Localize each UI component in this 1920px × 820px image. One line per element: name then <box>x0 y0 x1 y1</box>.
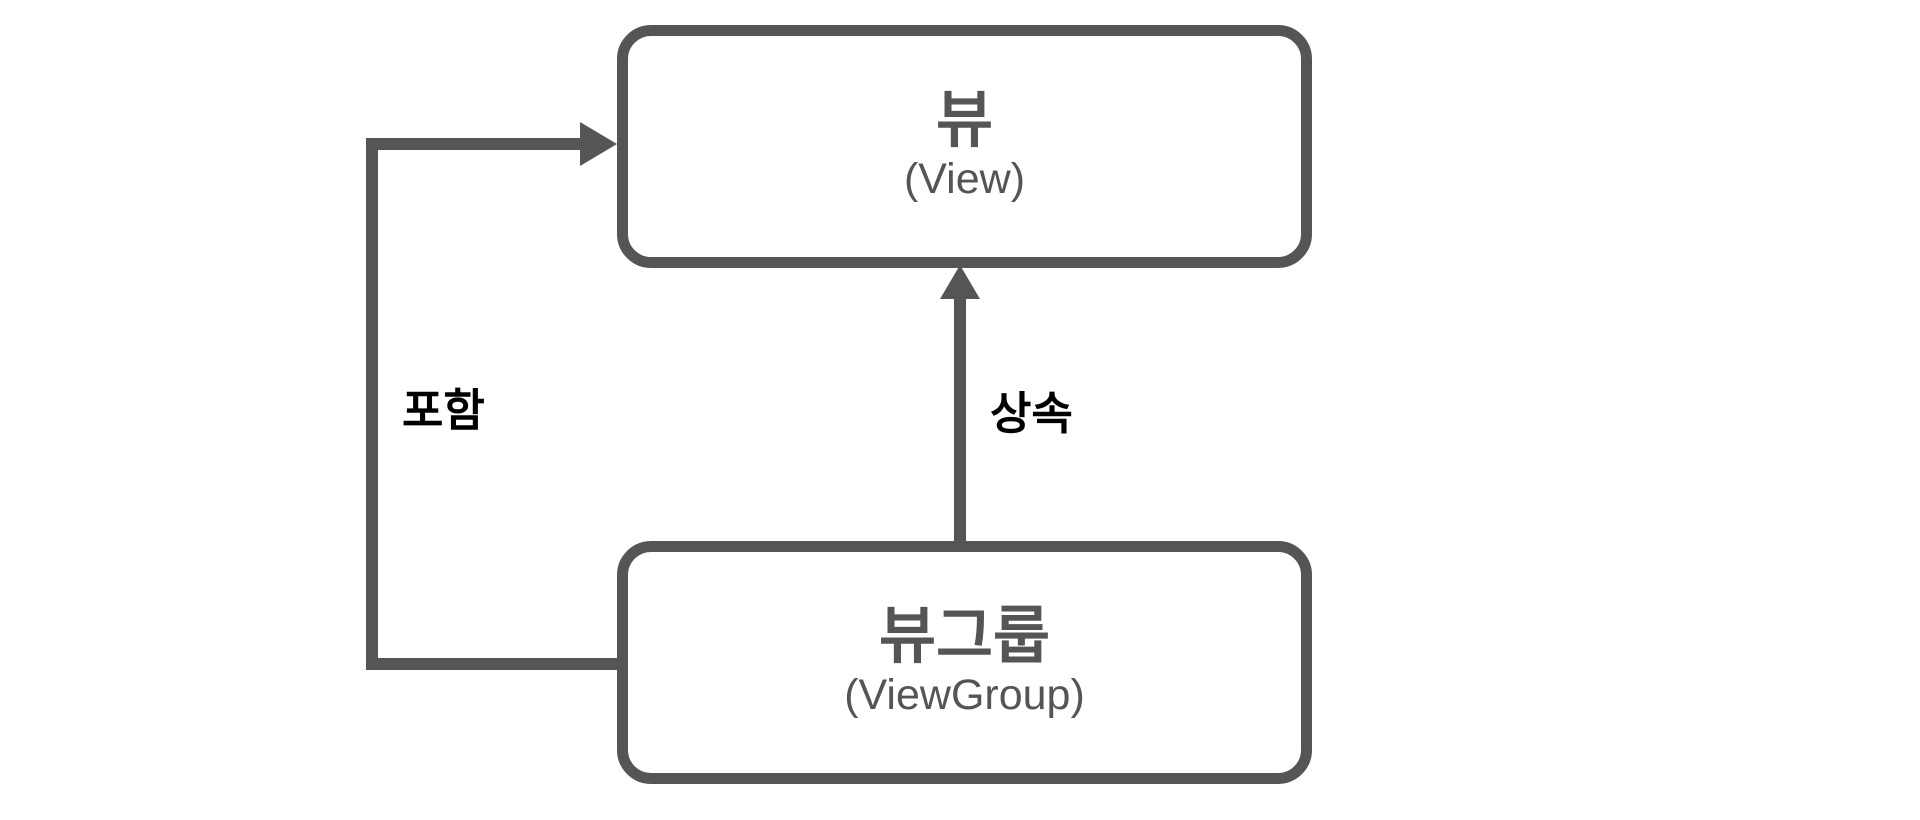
inheritance-edge-vertical-line <box>954 296 966 546</box>
containment-edge-label: 포함 <box>402 385 485 436</box>
containment-edge-bottom-line <box>366 658 622 670</box>
node-viewgroup-title: 뷰그룹 <box>878 602 1051 672</box>
containment-arrowhead-right-icon <box>580 122 617 166</box>
containment-edge-vertical-line <box>366 138 378 670</box>
node-viewgroup-subtitle: (ViewGroup) <box>844 671 1085 720</box>
node-viewgroup: 뷰그룹 (ViewGroup) <box>617 541 1312 784</box>
node-view-title: 뷰 <box>935 86 994 156</box>
containment-edge-top-line <box>366 138 584 150</box>
inheritance-arrowhead-up-icon <box>940 265 980 299</box>
node-view-subtitle: (View) <box>903 155 1026 204</box>
inheritance-edge-label: 상속 <box>990 388 1073 439</box>
node-view: 뷰 (View) <box>617 25 1312 268</box>
